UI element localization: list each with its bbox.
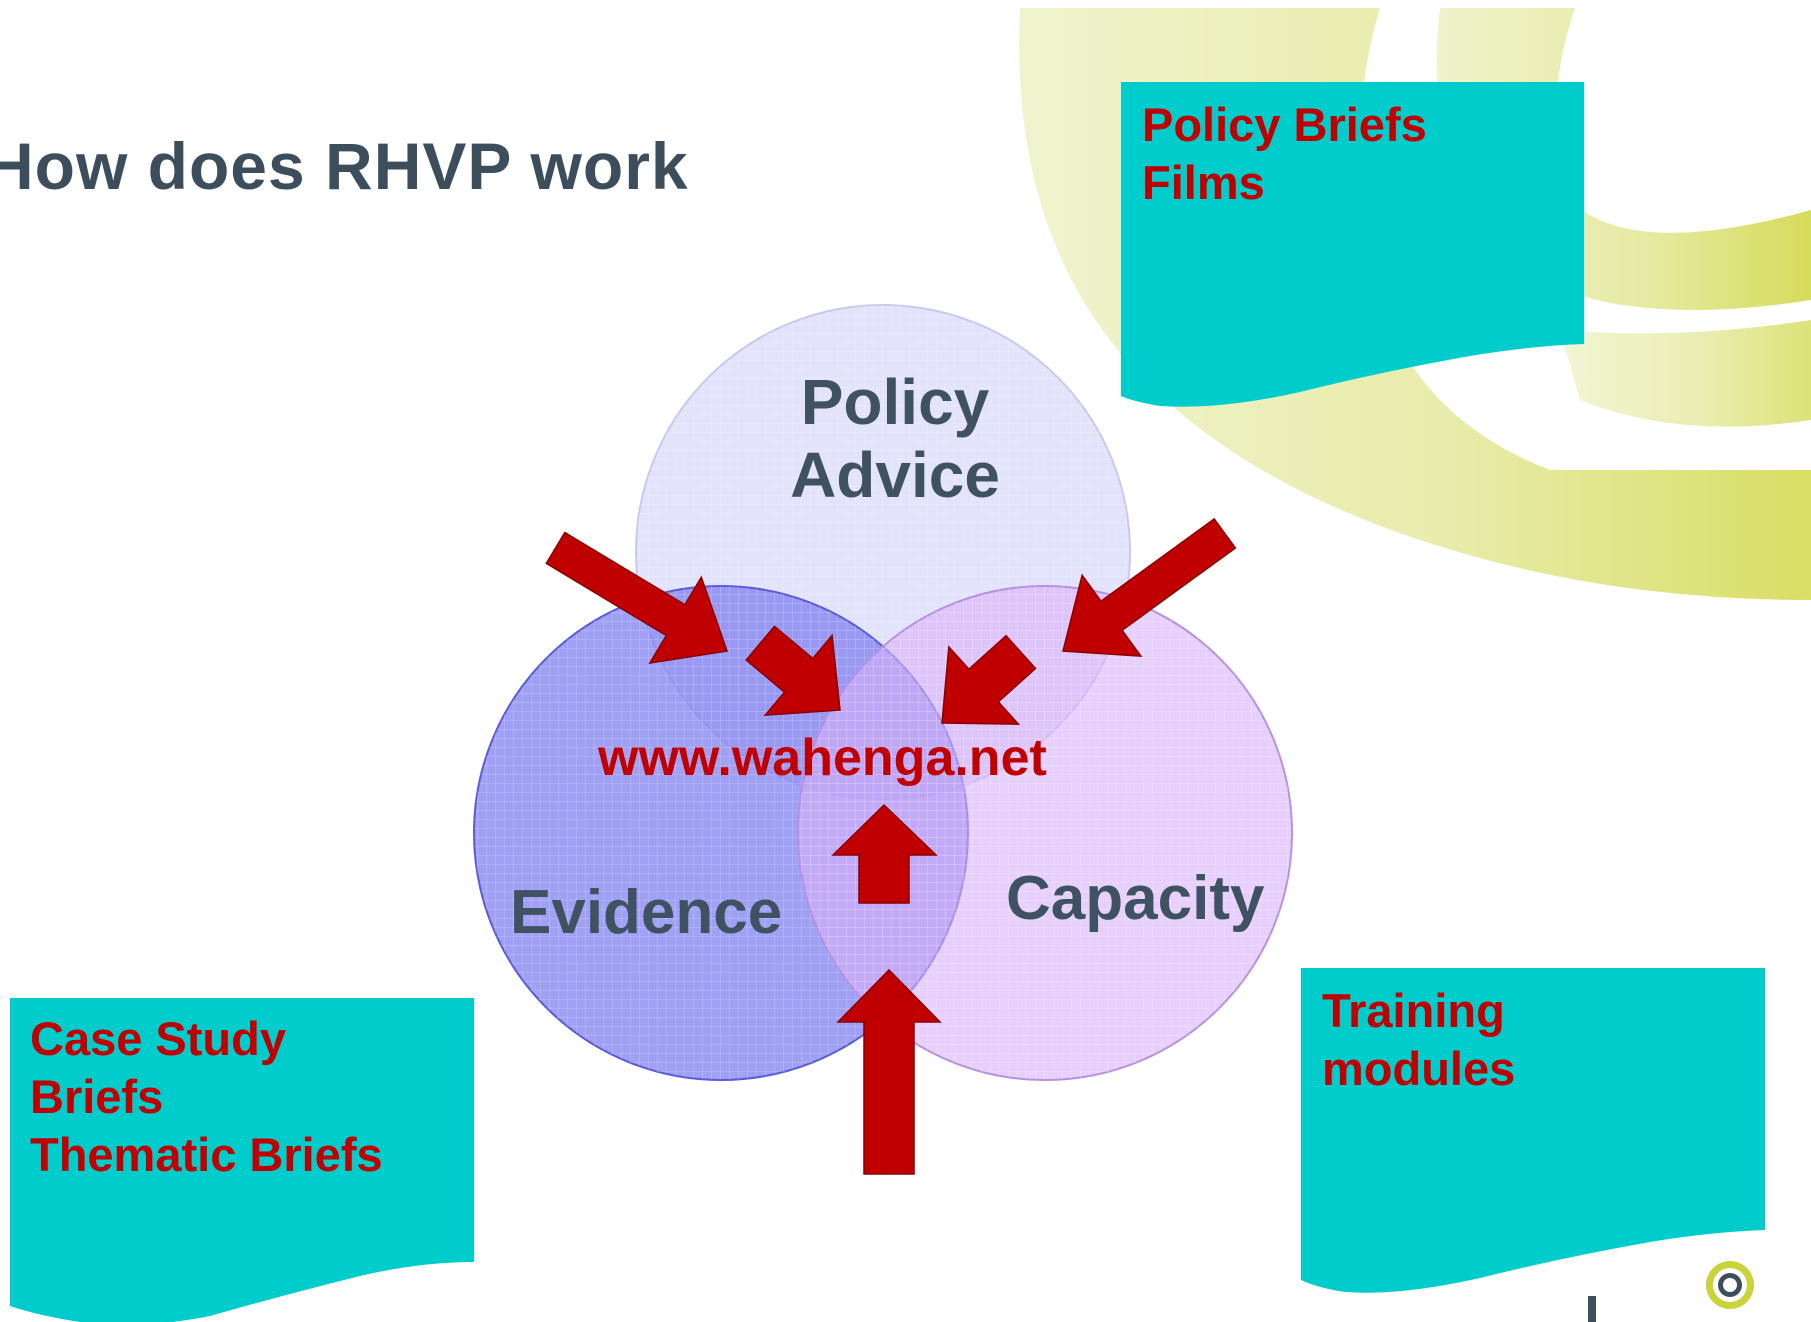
note-policy-briefs-films: Policy Briefs Films — [1142, 96, 1427, 212]
arrow-bottom-up — [836, 968, 942, 1175]
note-training-modules: Training modules — [1322, 982, 1515, 1098]
note-line: Policy Briefs — [1142, 98, 1427, 151]
website-link[interactable]: www.wahenga.net — [598, 729, 1047, 787]
arrow-top-right-small — [941, 634, 1037, 725]
circle-label-capacity: Capacity — [1006, 864, 1265, 933]
note-line: modules — [1322, 1042, 1516, 1095]
note-shape-bottom-right — [1301, 968, 1765, 1293]
note-line: Thematic Briefs — [30, 1128, 383, 1181]
arrow-top-left-large — [545, 531, 729, 664]
circle-label-evidence: Evidence — [510, 878, 783, 947]
note-line: Training — [1322, 984, 1505, 1037]
note-shape-top-right — [1121, 82, 1584, 407]
note-line: Films — [1142, 156, 1265, 209]
slide-title: How does RHVP work — [0, 129, 689, 203]
note-shape-bottom-left — [10, 998, 474, 1322]
note-line: Case Study — [30, 1012, 286, 1065]
circle-capacity — [797, 585, 1293, 1081]
arrow-top-right-large — [1062, 517, 1237, 658]
arrow-top-left-small — [745, 625, 841, 716]
arrow-center-up — [831, 803, 938, 904]
note-case-study-thematic-briefs: Case Study Briefs Thematic Briefs — [30, 1010, 383, 1184]
note-line: Briefs — [30, 1070, 164, 1123]
swirl-band-3 — [1560, 320, 1811, 427]
swirl-logo-icon — [1588, 1261, 1754, 1322]
